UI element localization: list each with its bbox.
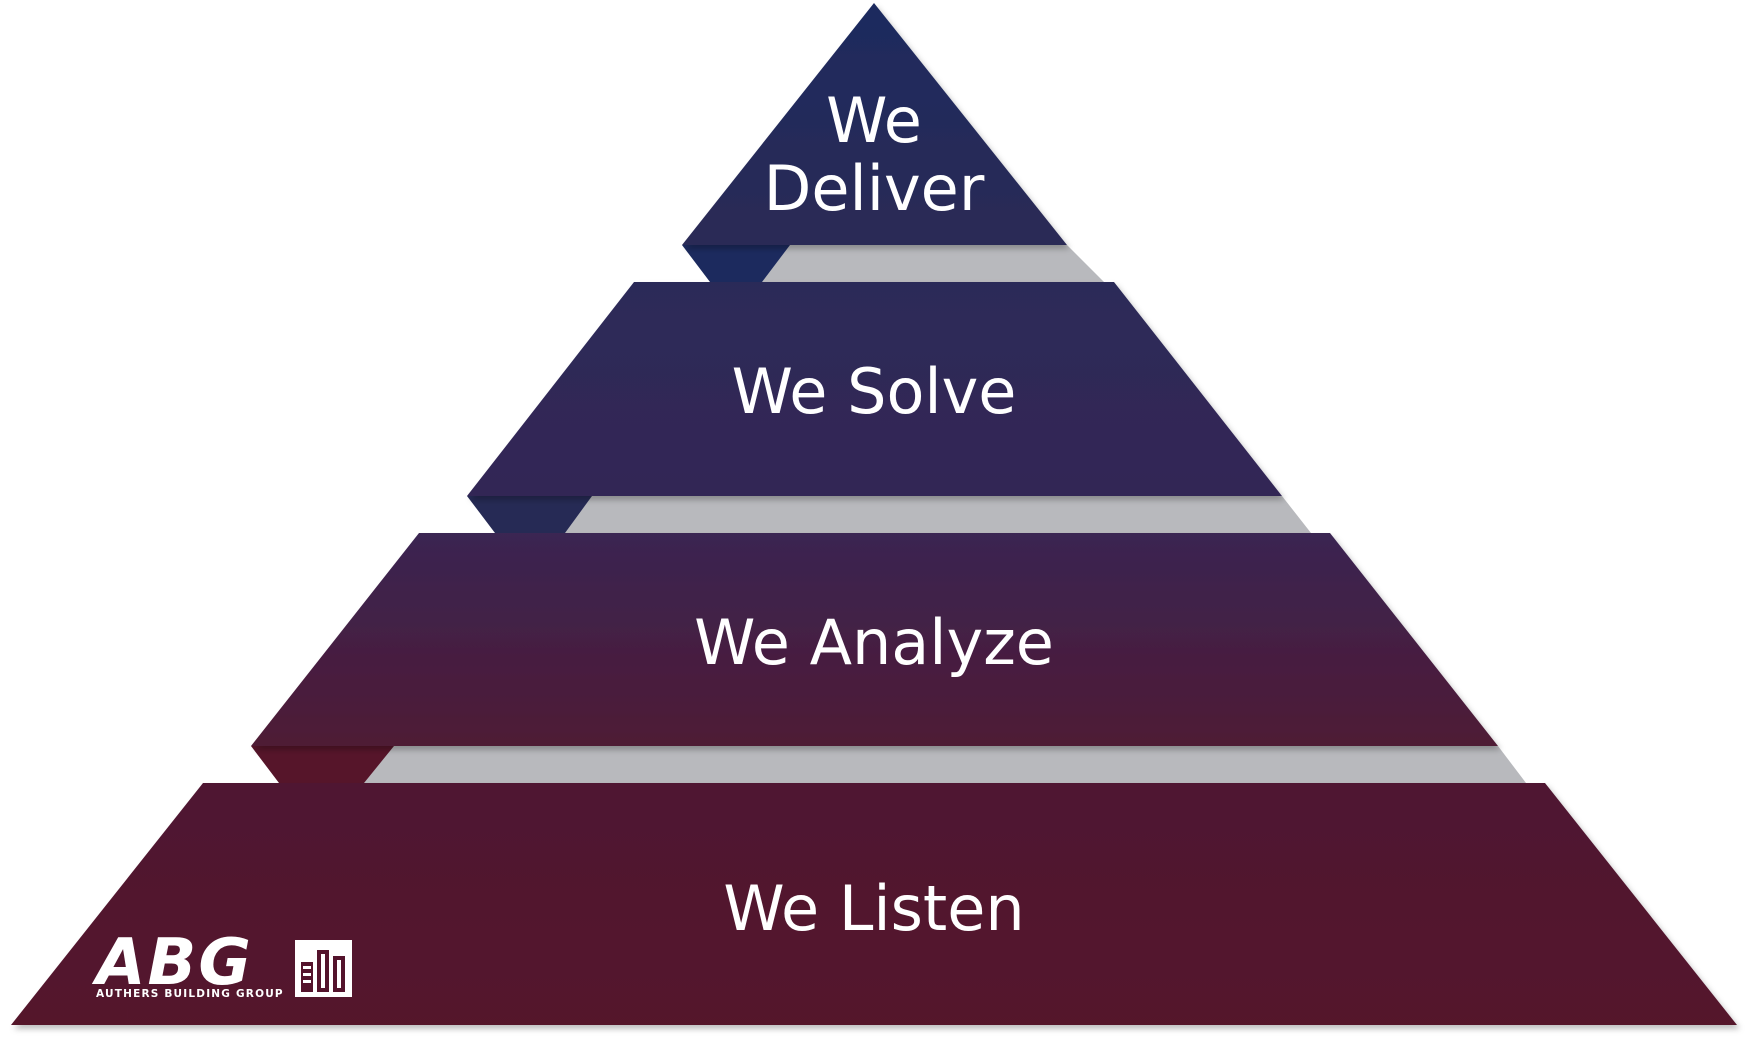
logo-letters: ABG bbox=[91, 926, 253, 1000]
shelf-1-dark bbox=[682, 245, 790, 282]
tier-upper-label: We Solve bbox=[732, 355, 1017, 428]
logo-tagline: AUTHERS BUILDING GROUP bbox=[96, 988, 284, 1000]
tier-bottom-label: We Listen bbox=[723, 872, 1024, 945]
tier-upper bbox=[467, 282, 1282, 496]
building-icon bbox=[295, 940, 352, 997]
tier-middle bbox=[251, 533, 1498, 746]
shelf-3-dark bbox=[251, 746, 394, 783]
tier-group bbox=[11, 3, 1737, 1025]
abg-logo: ABG AUTHERS BUILDING GROUP bbox=[91, 926, 352, 1000]
tier-top-label-line1: We bbox=[826, 84, 922, 157]
shelf-3 bbox=[251, 746, 1526, 783]
shelf-1 bbox=[682, 245, 1104, 282]
tier-top bbox=[682, 3, 1067, 245]
tier-top-label-line2: Deliver bbox=[764, 152, 985, 225]
shelf-2-dark bbox=[467, 496, 592, 533]
shelf-group bbox=[251, 245, 1526, 783]
shelf-2 bbox=[467, 496, 1311, 533]
tier-bottom bbox=[11, 783, 1737, 1025]
tier-middle-label: We Analyze bbox=[694, 606, 1054, 679]
